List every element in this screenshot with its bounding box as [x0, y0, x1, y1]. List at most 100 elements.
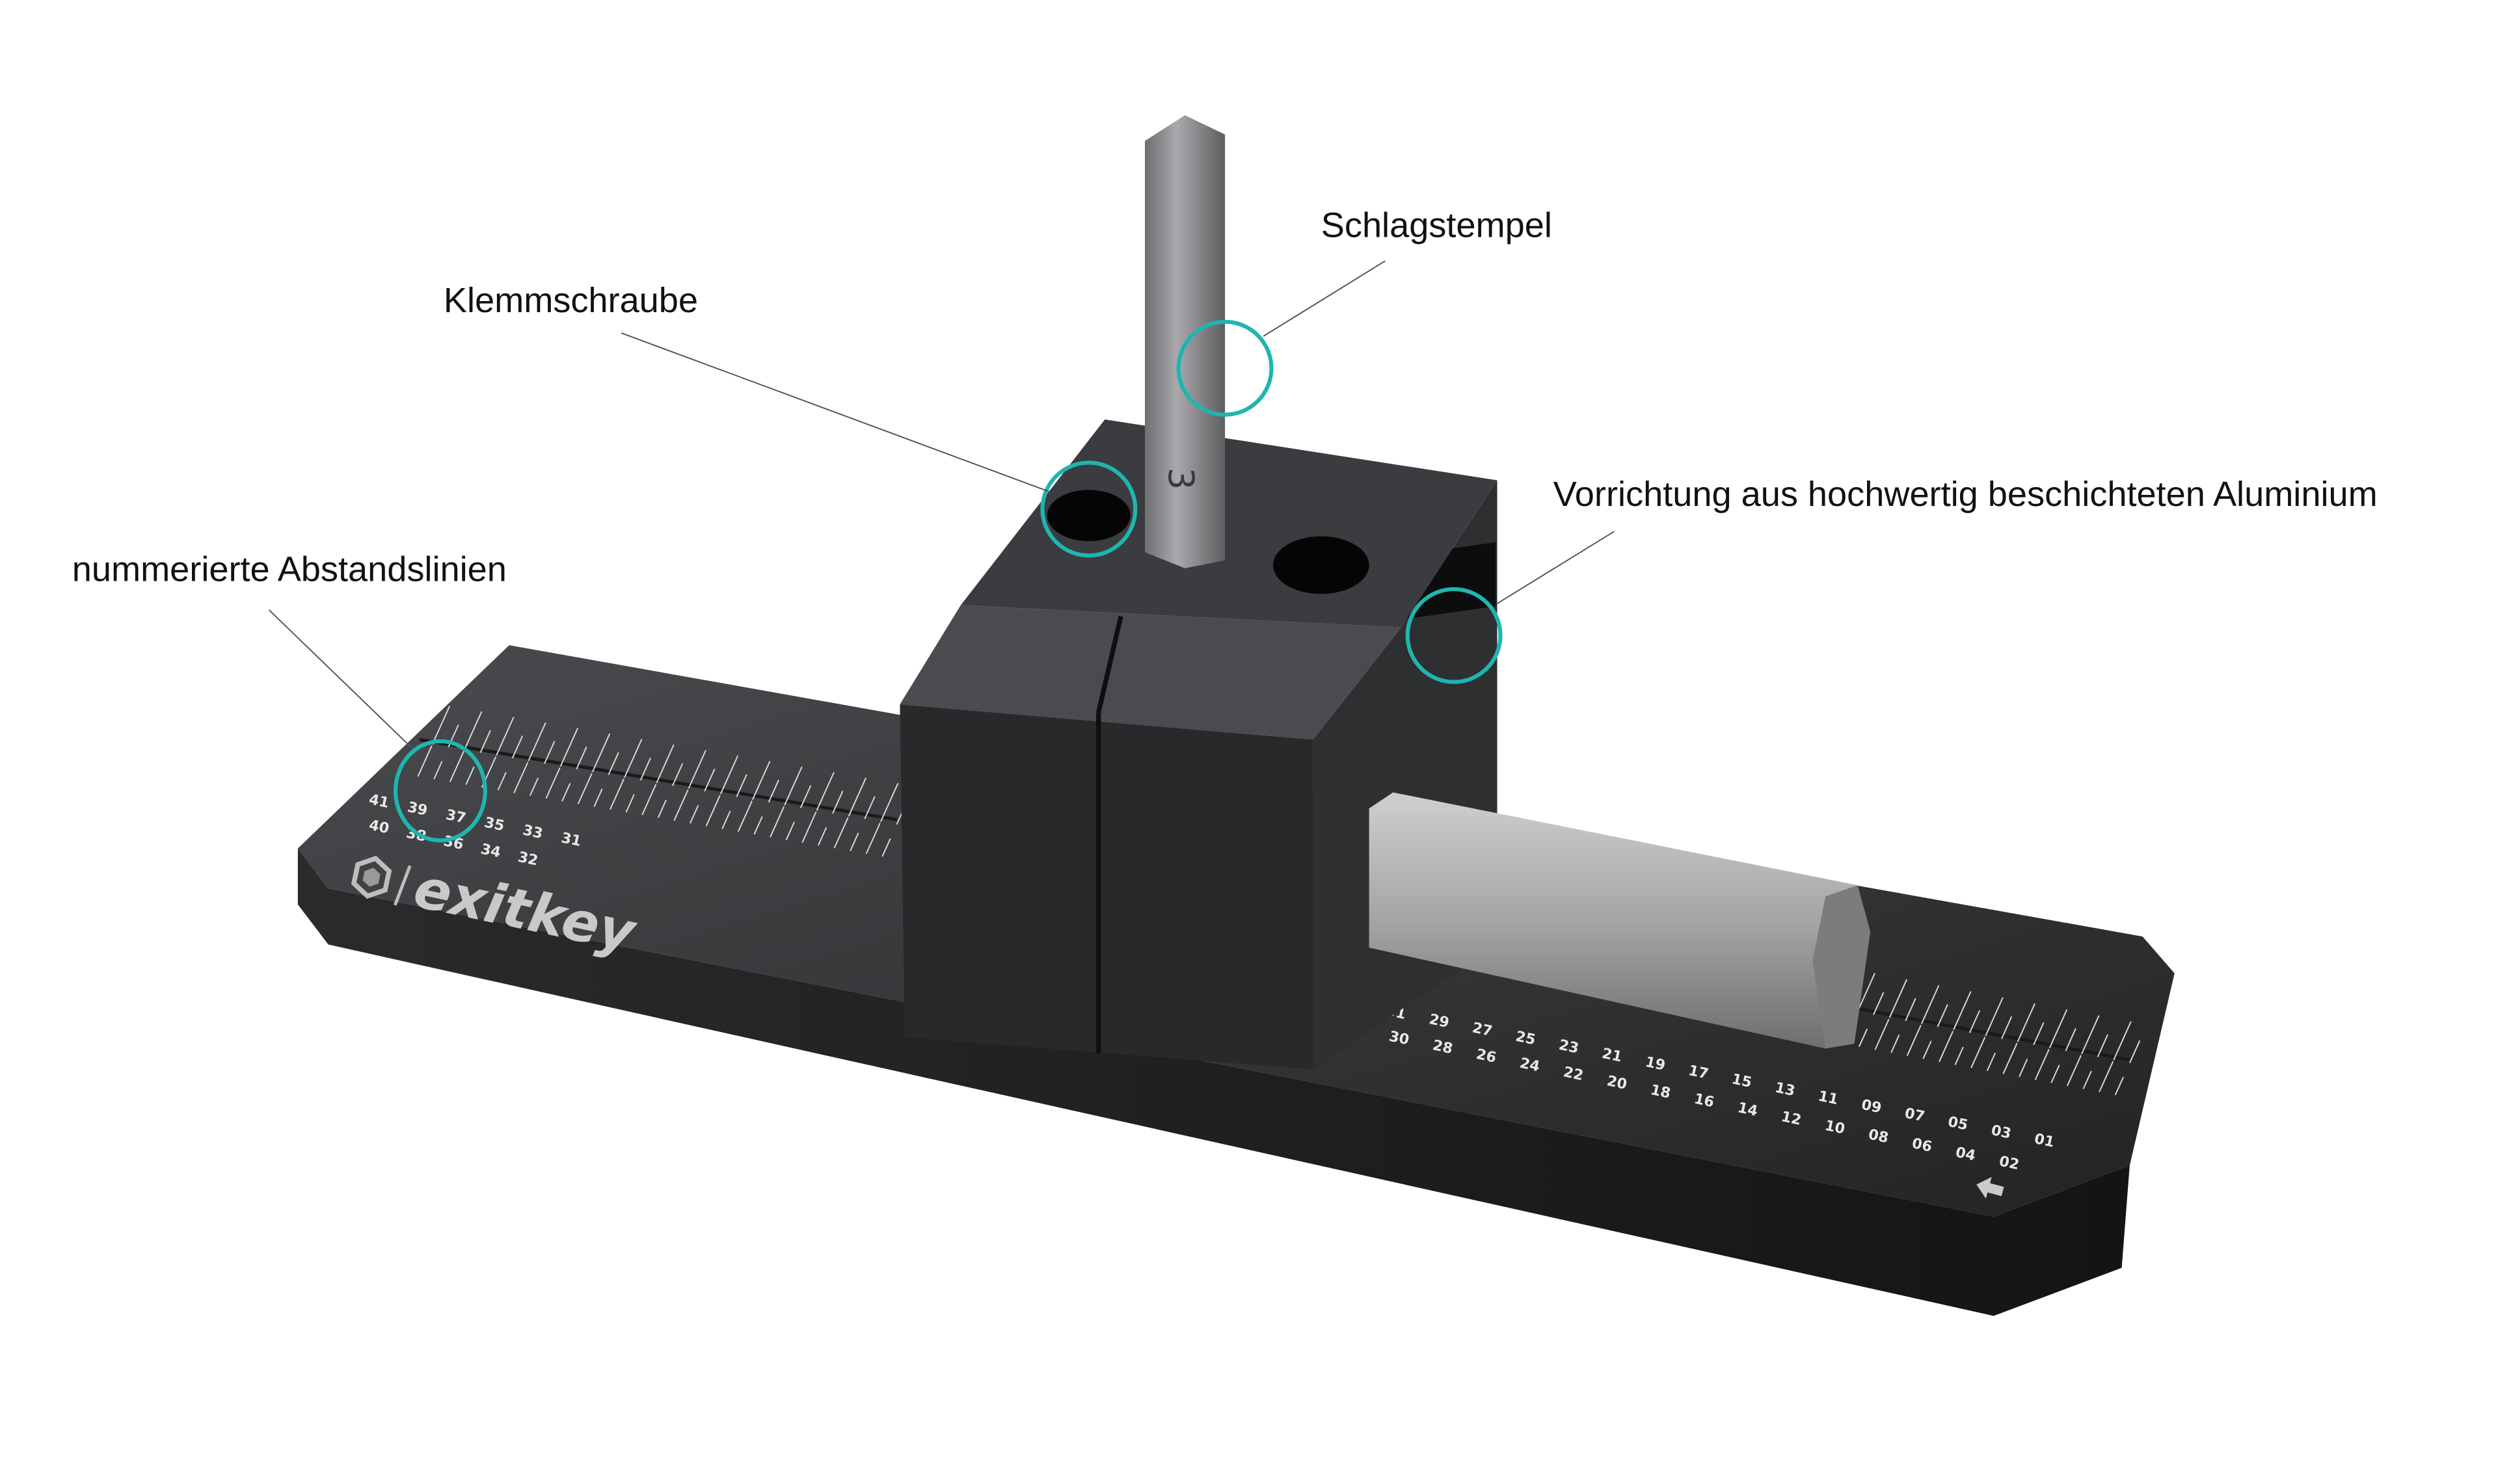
ruler-tick: [881, 838, 891, 857]
ruler-number: 12: [1780, 1108, 1803, 1129]
ruler-tick: [719, 755, 739, 795]
ruler-tick: [671, 763, 684, 786]
ruler-tick: [528, 722, 546, 762]
block-front-face: [900, 704, 1313, 1070]
ruler-tick: [529, 777, 539, 797]
label-klemmschraube: Klemmschraube: [444, 281, 698, 320]
label-vorrichtung: Vorrichtung aus hochwertig beschichteten…: [1553, 475, 2378, 514]
ruler-tick: [817, 827, 827, 846]
ruler-tick: [673, 789, 689, 821]
ruler-number: 16: [1693, 1091, 1716, 1111]
ruler-tick: [753, 816, 763, 835]
ruler-tick: [2019, 1058, 2028, 1078]
highlight-vorrichtung: [1405, 587, 1503, 684]
ruler-tick: [785, 821, 795, 840]
ruler-number: 20: [1605, 1072, 1629, 1093]
block-split-line-top: [1096, 615, 1123, 713]
ruler-tick: [513, 762, 529, 793]
ruler-tick: [1986, 1052, 1996, 1072]
ruler-number: 07: [1903, 1105, 1927, 1126]
ruler-tick: [1970, 1037, 1986, 1068]
ruler-tick: [641, 784, 657, 815]
ruler-tick: [561, 783, 571, 802]
clamp-block-assembly: [900, 419, 1497, 1070]
ruler-tick: [2082, 1070, 2092, 1089]
ruler-number: 27: [1471, 1019, 1494, 1040]
leader-klemmschraube: [621, 332, 1049, 492]
ruler-tick: [737, 801, 753, 832]
leader-vorrichtung: [1497, 531, 1615, 604]
ruler-tick: [2113, 1021, 2132, 1061]
right-ruler-numbers: 3129272523211917151311090705030130282624…: [1384, 1002, 2056, 1173]
ruler-number: 21: [1600, 1045, 1624, 1066]
ruler-tick: [2066, 1055, 2082, 1087]
ruler-tick: [768, 779, 779, 803]
ruler-tick: [639, 757, 652, 781]
ruler-number: 01: [2033, 1130, 2056, 1151]
ruler-tick: [511, 735, 524, 759]
ruler-tick: [417, 745, 433, 777]
ruler-tick: [1906, 1024, 1922, 1056]
hexagon-logo-icon: [351, 855, 392, 899]
ruler-number: 26: [1475, 1046, 1498, 1067]
ruler-tick: [1858, 1028, 1868, 1048]
ruler-tick: [2001, 1016, 2013, 1039]
ruler-number: 33: [521, 821, 544, 842]
plate-front-face: [297, 848, 2130, 1316]
ruler-tick: [591, 733, 611, 773]
ruler-number: 04: [1954, 1144, 1978, 1165]
ruler-number: 11: [1817, 1087, 1840, 1108]
leader-lines: [268, 260, 1615, 750]
block-bevel: [900, 605, 1401, 740]
ruler-tick: [2034, 1048, 2050, 1081]
ruler-number: 03: [1989, 1122, 2013, 1143]
ruler-number: 35: [483, 814, 506, 835]
ruler-tick: [2129, 1040, 2141, 1063]
ruler-ticks: [417, 706, 2141, 1096]
ruler-tick: [625, 794, 635, 813]
ruler-number: 09: [1860, 1096, 1883, 1117]
highlight-klemmschraube: [1040, 460, 1138, 558]
ruler-number: 10: [1823, 1117, 1847, 1138]
highlight-abstandslinien: [393, 739, 487, 843]
ruler-tick: [690, 805, 699, 824]
ruler-tick: [2002, 1042, 2018, 1074]
ruler-tick: [2050, 1065, 2060, 1083]
ruler-groove-right: [1857, 1007, 2130, 1062]
ruler-tick: [431, 706, 451, 745]
ruler-number: 34: [479, 841, 503, 862]
ruler-tick: [770, 806, 785, 838]
ruler-tick: [1888, 979, 1908, 1018]
ruler-tick: [1905, 998, 1916, 1022]
ruler-number: 24: [1518, 1055, 1542, 1076]
ruler-tick: [721, 810, 731, 829]
ruler-tick: [736, 774, 747, 797]
ruler-tick: [1968, 1010, 1981, 1033]
ruler-tick: [1890, 1034, 1900, 1053]
ruler-number: 39: [406, 799, 429, 819]
ruler-tick: [479, 730, 491, 753]
ruler-tick: [688, 750, 706, 789]
ruler-number: 29: [1427, 1011, 1451, 1031]
ruler-tick: [784, 766, 803, 806]
ruler-tick: [833, 817, 849, 849]
clamp-screw-hole-right: [1272, 536, 1369, 594]
ruler-number: 13: [1773, 1079, 1797, 1100]
label-schlagstempel: Schlagstempel: [1321, 205, 1552, 245]
ruler-tick: [832, 790, 844, 814]
ruler-number: 02: [1998, 1153, 2021, 1174]
label-abstandslinien: nummerierte Abstandslinien: [72, 550, 507, 589]
ruler-tick: [545, 767, 561, 799]
leader-abstandslinien: [268, 609, 414, 750]
ruler-tick: [801, 812, 817, 843]
ruler-tick: [576, 747, 587, 770]
ruler-tick: [1939, 1031, 1954, 1063]
ruler-tick: [609, 778, 625, 810]
highlight-schlagstempel: [1176, 319, 1274, 417]
arrow-left-icon: [1976, 1176, 2004, 1199]
ruler-tick: [880, 783, 899, 822]
ruler-tick: [624, 739, 643, 778]
ruler-tick: [705, 795, 721, 827]
ruler-tick: [577, 773, 593, 804]
ruler-tick: [544, 741, 556, 764]
